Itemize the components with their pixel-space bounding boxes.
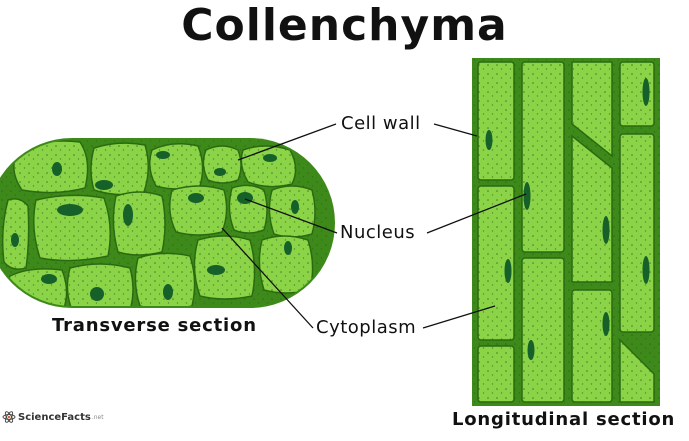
nucleus <box>527 340 535 360</box>
nucleus <box>602 216 610 244</box>
leader-lines <box>221 123 527 329</box>
atom-icon <box>2 411 16 423</box>
sciencefacts-logo: ScienceFacts.net <box>2 410 104 424</box>
transverse-nuclei <box>11 151 299 301</box>
nucleus <box>156 151 170 159</box>
nucleus <box>52 162 62 176</box>
nucleus <box>90 287 104 301</box>
nucleus <box>214 168 226 176</box>
nucleus <box>188 193 204 203</box>
longitudinal-section <box>472 58 660 406</box>
nucleus <box>163 284 173 300</box>
nucleus <box>57 204 83 216</box>
nucleus <box>485 130 493 150</box>
caption-longitudinal-section: Longitudinal section <box>452 409 676 430</box>
nucleus <box>602 312 610 336</box>
transverse-section <box>0 138 335 308</box>
caption-transverse-section: Transverse section <box>52 315 257 336</box>
nucleus <box>642 256 650 284</box>
diagram-title: Collenchyma <box>181 0 508 51</box>
logo-name: ScienceFacts <box>18 411 91 423</box>
label-nucleus: Nucleus <box>340 222 416 243</box>
leader-line-nucleus-left <box>244 198 338 234</box>
nucleus <box>263 154 277 162</box>
leader-line-cell-wall-right <box>433 123 478 137</box>
leader-line-nucleus-right <box>426 193 527 234</box>
nucleus <box>504 259 512 283</box>
leader-line-cytoplasm-left <box>221 227 314 329</box>
nucleus <box>523 182 531 210</box>
leader-line-cytoplasm-right <box>422 305 496 329</box>
nucleus <box>41 274 57 284</box>
label-cell-wall: Cell wall <box>341 113 421 134</box>
nucleus <box>207 265 225 275</box>
logo-suffix: .net <box>91 413 104 421</box>
nucleus <box>95 180 113 190</box>
nucleus <box>284 241 292 255</box>
longitudinal-nuclei <box>485 78 650 360</box>
label-cytoplasm: Cytoplasm <box>316 317 417 338</box>
nucleus <box>123 204 133 226</box>
nucleus <box>642 78 650 106</box>
leader-line-cell-wall-left <box>237 123 337 161</box>
nucleus <box>237 192 253 204</box>
nucleus <box>11 233 19 247</box>
nucleus <box>291 200 299 214</box>
